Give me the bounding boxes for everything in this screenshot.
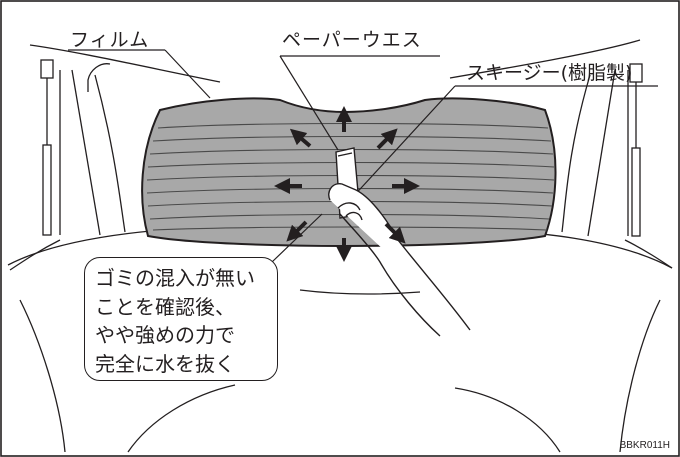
hand-with-squeegee (328, 147, 471, 337)
squeegee-direction-arrows (274, 106, 420, 262)
note-line-4: 完全に水を抜く (95, 351, 235, 376)
note-line-1: ゴミの混入が無い (95, 266, 255, 290)
arrow-up-left (289, 128, 312, 148)
figure-code: BBKR011H (619, 440, 670, 451)
car-body-outline (7, 39, 673, 453)
note-line-2: ことを確認後、 (95, 294, 235, 319)
label-squeegee: スキージー(樹脂製) (466, 62, 633, 84)
arrow-down-right (384, 222, 406, 244)
note-line-3: やや強めの力で (95, 323, 235, 347)
arrow-up-right (376, 128, 398, 150)
label-paper-towel: ペーパーウエス (282, 29, 422, 51)
arrow-down-left (286, 220, 308, 242)
label-film: フィルム (70, 29, 150, 51)
note-callout: ゴミの混入が無い ことを確認後、 やや強めの力で 完全に水を抜く (84, 257, 278, 381)
